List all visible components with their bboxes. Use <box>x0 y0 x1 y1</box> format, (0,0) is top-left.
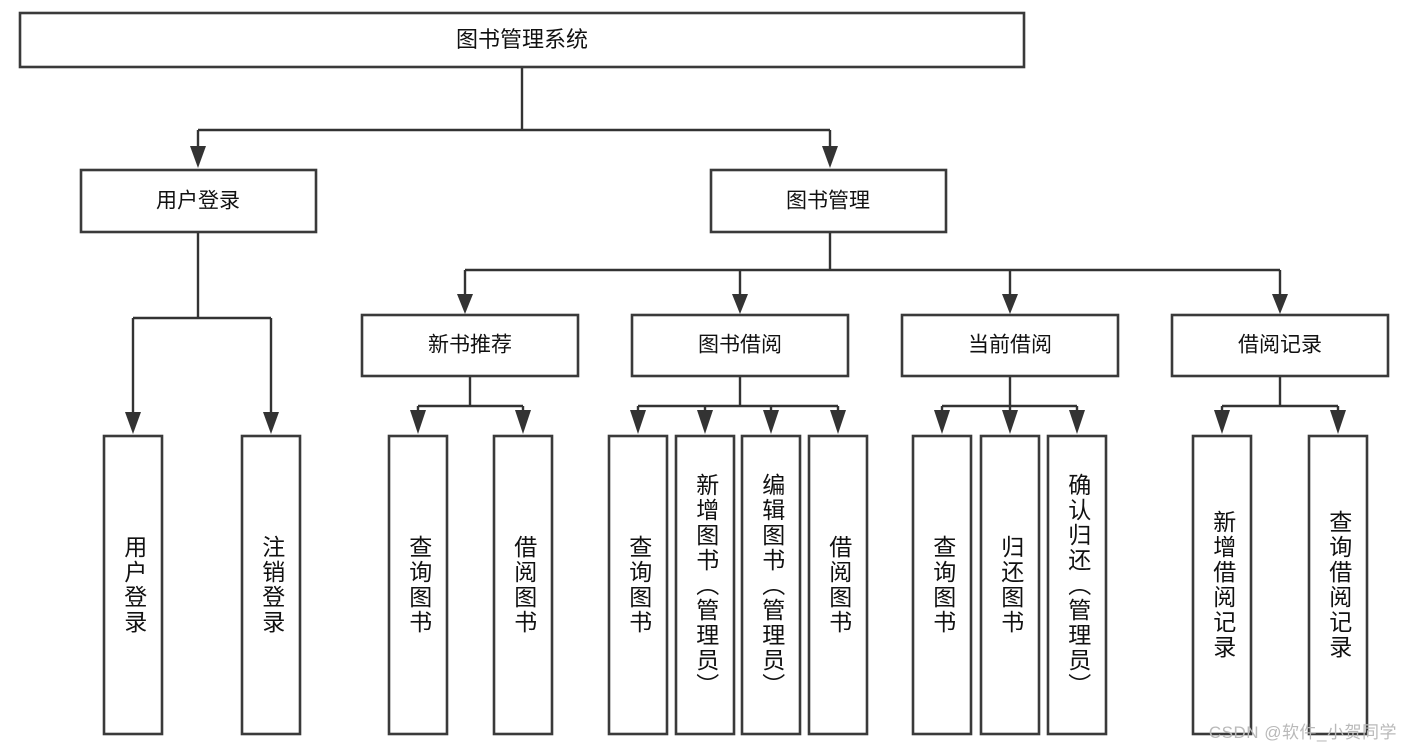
edges-book-borrow-to-leaves <box>630 376 846 434</box>
edges-borrow-record-to-leaves <box>1214 376 1346 434</box>
arrowhead-borrow-record <box>1272 294 1288 314</box>
node-current-borrow-label: 当前借阅 <box>968 334 1052 357</box>
edges-root-to-level2 <box>190 67 838 168</box>
node-borrow-record-rect[interactable] <box>1170 313 1390 378</box>
leaf-return-book-rect[interactable] <box>979 434 1041 736</box>
node-user-login[interactable]: 用户登录 <box>79 168 318 234</box>
arrowhead-leaf-borrow-book-2 <box>830 410 846 434</box>
node-book-borrow-label: 图书借阅 <box>698 334 782 357</box>
watermark: CSDN @软件_小贺同学 <box>1208 723 1397 742</box>
node-book-borrow-rect[interactable] <box>630 313 850 378</box>
arrowhead-leaf-return-book <box>1002 410 1018 434</box>
node-new-book-recommend[interactable]: 新书推荐 <box>360 313 580 378</box>
leaf-borrow-book-1-rect[interactable] <box>492 434 554 736</box>
leaf-user-login-rect[interactable] <box>102 434 164 736</box>
arrowhead-leaf-query-book-3 <box>934 410 950 434</box>
arrowhead-leaf-confirm-return <box>1069 410 1085 434</box>
node-new-book-recommend-rect[interactable] <box>360 313 580 378</box>
leaf-boxes <box>102 434 1369 736</box>
arrowhead-book-manage <box>822 146 838 168</box>
node-book-manage-label: 图书管理 <box>786 190 870 213</box>
arrowhead-new-book-recommend <box>457 294 473 314</box>
leaf-query-book-1-rect[interactable] <box>387 434 449 736</box>
node-book-manage-rect[interactable] <box>709 168 948 234</box>
edges-book-manage-to-level3 <box>457 232 1288 314</box>
leaf-logout-rect[interactable] <box>240 434 302 736</box>
arrowhead-current-borrow <box>1002 294 1018 314</box>
leaf-query-book-3-rect[interactable] <box>911 434 973 736</box>
node-current-borrow-rect[interactable] <box>900 313 1120 378</box>
node-root-label: 图书管理系统 <box>456 27 588 52</box>
arrowhead-leaf-add-record <box>1214 410 1230 434</box>
arrowhead-leaf-user-login <box>125 412 141 434</box>
node-book-manage[interactable]: 图书管理 <box>709 168 948 234</box>
arrowhead-leaf-query-book-1 <box>410 410 426 434</box>
node-root-rect[interactable] <box>18 11 1026 69</box>
node-borrow-record[interactable]: 借阅记录 <box>1170 313 1390 378</box>
arrowhead-user-login <box>190 146 206 168</box>
node-book-borrow[interactable]: 图书借阅 <box>630 313 850 378</box>
leaf-edit-book-rect[interactable] <box>740 434 802 736</box>
node-user-login-label: 用户登录 <box>156 190 240 213</box>
node-user-login-rect[interactable] <box>79 168 318 234</box>
arrowhead-book-borrow <box>732 294 748 314</box>
leaf-query-record-rect[interactable] <box>1307 434 1369 736</box>
leaf-add-record-rect[interactable] <box>1191 434 1253 736</box>
node-current-borrow[interactable]: 当前借阅 <box>900 313 1120 378</box>
arrowhead-leaf-add-book <box>697 410 713 434</box>
leaf-confirm-return-rect[interactable] <box>1046 434 1108 736</box>
arrowhead-leaf-query-record <box>1330 410 1346 434</box>
leaf-add-book-rect[interactable] <box>674 434 736 736</box>
arrowhead-leaf-query-book-2 <box>630 410 646 434</box>
edges-current-borrow-to-leaves <box>934 376 1085 434</box>
arrowhead-leaf-logout <box>263 412 279 434</box>
node-root[interactable]: 图书管理系统 <box>18 11 1026 69</box>
leaf-query-book-2-rect[interactable] <box>607 434 669 736</box>
edges-new-book-recommend-to-leaves <box>410 376 531 434</box>
node-new-book-recommend-label: 新书推荐 <box>428 334 512 357</box>
arrowhead-leaf-edit-book <box>763 410 779 434</box>
arrowhead-leaf-borrow-book-1 <box>515 410 531 434</box>
node-borrow-record-label: 借阅记录 <box>1238 334 1322 357</box>
edges-user-login-to-leaves <box>125 232 279 434</box>
leaf-borrow-book-2-rect[interactable] <box>807 434 869 736</box>
